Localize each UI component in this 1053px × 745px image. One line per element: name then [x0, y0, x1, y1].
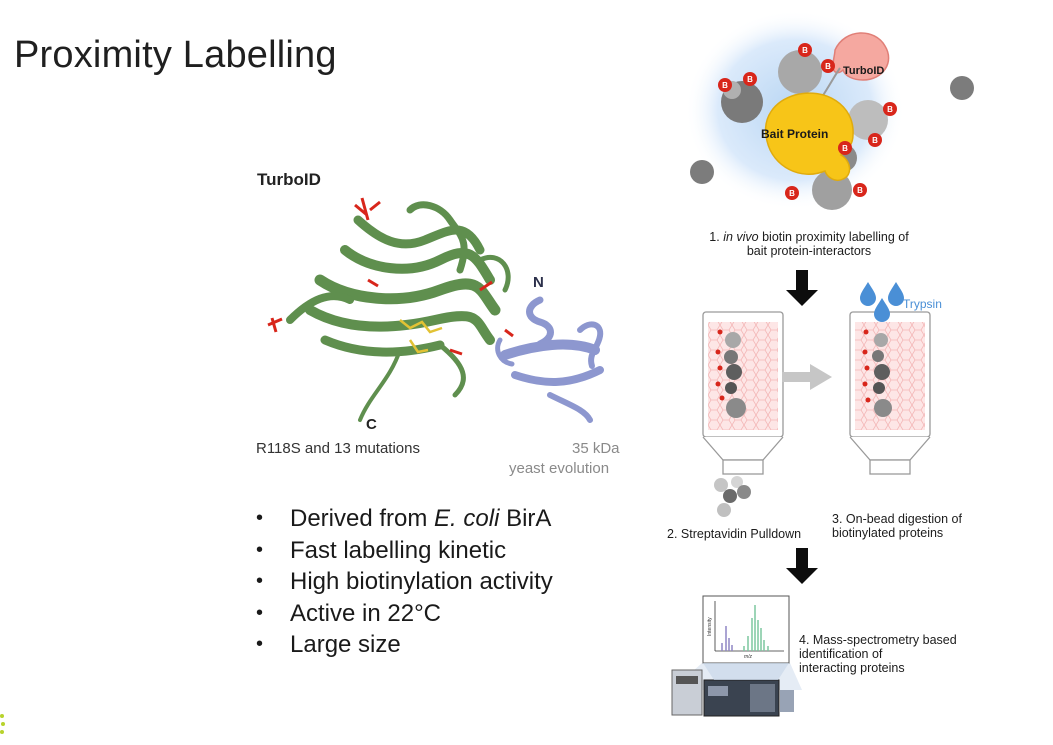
- step-4-caption: 4. Mass-spectrometry based identificatio…: [799, 633, 957, 675]
- biotin-tag: B: [821, 59, 835, 73]
- trypsin-drops-icon: [860, 282, 904, 322]
- down-arrow-icon: [786, 270, 818, 306]
- feature-item: Large size: [256, 629, 553, 661]
- turboid-structure-image: [267, 197, 604, 423]
- species-name: E. coli: [434, 505, 500, 532]
- biotin-tags: B B B B B B B B B: [718, 43, 897, 200]
- step-3-caption: 3. On-bead digestion of biotinylated pro…: [832, 512, 962, 540]
- svg-text:B: B: [789, 189, 795, 198]
- biotin-tag: B: [743, 72, 757, 86]
- biotin-tag: B: [868, 133, 882, 147]
- svg-text:B: B: [887, 105, 893, 114]
- svg-text:B: B: [722, 81, 728, 90]
- streptavidin-column: [702, 311, 784, 517]
- workflow-diagram: TurboID Bait Protein B B B B B B B B B: [671, 10, 974, 717]
- digestion-column: [849, 311, 931, 475]
- step-1-caption: 1. in vivo biotin proximity labelling of…: [709, 230, 909, 258]
- mass-spectrum-plot: Intensity m/z: [702, 595, 790, 664]
- biotin-sticks: [399, 319, 443, 354]
- svg-text:B: B: [857, 186, 863, 195]
- biotin-tag: B: [785, 186, 799, 200]
- trypsin-label: Trypsin: [903, 297, 942, 311]
- biotin-tag: B: [798, 43, 812, 57]
- biotin-tag: B: [853, 183, 867, 197]
- bait-protein: [764, 92, 854, 182]
- blue-ribbon-domain: [495, 296, 604, 423]
- biotin-tag: B: [883, 102, 897, 116]
- biotin-tag: B: [838, 141, 852, 155]
- feature-item: Fast labelling kinetic: [256, 535, 553, 567]
- svg-text:B: B: [872, 136, 878, 145]
- spectrum-x-label: m/z: [744, 654, 753, 660]
- feature-list: Derived from E. coli BirA Fast labelling…: [256, 503, 553, 661]
- feature-item: Derived from E. coli BirA: [256, 503, 553, 535]
- decorative-corner-mark: [0, 710, 6, 740]
- svg-text:B: B: [802, 46, 808, 55]
- c-terminus-label: C: [366, 416, 377, 433]
- right-arrow-icon: [782, 364, 832, 390]
- spectrum-beam: [703, 663, 789, 680]
- green-ribbon-domain: [286, 201, 511, 422]
- svg-text:B: B: [747, 75, 753, 84]
- turboid-diagram-label: TurboID: [843, 65, 884, 77]
- biotin-tag: B: [718, 78, 732, 92]
- turboid-label: TurboID: [257, 170, 321, 189]
- feature-item: High biotinylation activity: [256, 566, 553, 598]
- evolution-caption: yeast evolution: [509, 460, 610, 477]
- spectrum-y-label: Intensity: [707, 617, 713, 636]
- slide-title: Proximity Labelling: [14, 34, 337, 76]
- mutation-sticks: [267, 197, 514, 356]
- svg-text:B: B: [825, 62, 831, 71]
- down-arrow-icon: [786, 548, 818, 584]
- feature-item: Active in 22°C: [256, 598, 553, 630]
- bait-protein-label: Bait Protein: [761, 127, 828, 141]
- step-2-caption: 2. Streptavidin Pulldown: [667, 527, 802, 541]
- svg-text:B: B: [842, 144, 848, 153]
- n-terminus-label: N: [533, 274, 544, 291]
- mutations-caption: R118S and 13 mutations: [256, 440, 420, 457]
- size-caption: 35 kDa: [572, 440, 620, 457]
